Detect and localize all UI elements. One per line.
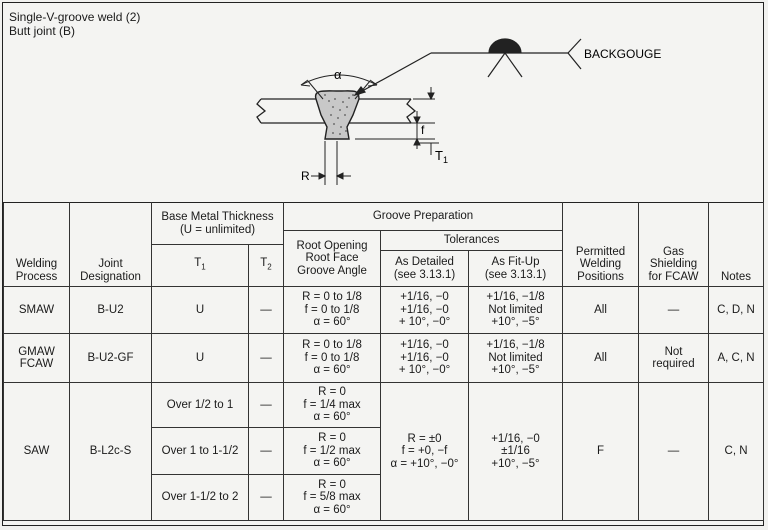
header-as-fitup: As Fit-Up(see 3.13.1): [468, 250, 564, 287]
root-opening-label: R: [301, 169, 310, 183]
header-t2: T2: [247, 244, 285, 287]
cell-joint: B-L2c-S: [69, 382, 152, 521]
cell-joint: B-U2-GF: [69, 333, 152, 383]
cell-t2: —: [247, 333, 285, 383]
cell-notes: A, C, N: [708, 333, 765, 383]
weld-type-title: Single-V-groove weld (2): [9, 10, 141, 24]
cell-gas: —: [638, 382, 710, 521]
joint-type-title: Butt joint (B): [9, 24, 76, 38]
backgouge-label: BACKGOUGE: [584, 47, 661, 61]
cell-t1: U: [151, 333, 249, 383]
header-groove-preparation: Groove Preparation: [283, 202, 564, 231]
root-face-label: f: [421, 123, 425, 137]
cell-process: SMAW: [3, 286, 70, 334]
cell-as-fitup: +1/16, −0±1/16+10°, −5°: [468, 382, 564, 521]
cell-as-detailed: +1/16, −0+1/16, −0+ 10°, −0°: [380, 333, 470, 383]
cell-as-detailed: +1/16, −0+1/16, −0+ 10°, −0°: [380, 286, 470, 334]
title-block: Single-V-groove weld (2) Butt joint (B): [9, 10, 140, 38]
cell-t1: Over 1/2 to 1: [151, 382, 249, 428]
cell-t2: —: [247, 474, 285, 521]
cell-positions: All: [562, 286, 640, 334]
cell-process: SAW: [3, 382, 70, 521]
header-as-detailed: As Detailed(see 3.13.1): [380, 250, 470, 287]
header-tolerances: Tolerances: [380, 230, 564, 251]
weld-symbol: [353, 38, 582, 97]
thickness-dimensions: [355, 87, 439, 155]
header-base-metal-thickness: Base Metal Thickness(U = unlimited): [150, 202, 285, 245]
root-opening-dimension: [311, 141, 351, 185]
weld-bead: [314, 90, 360, 140]
cell-t1: U: [151, 286, 249, 334]
cell-gas: —: [638, 286, 710, 334]
cell-joint: B-U2: [69, 286, 152, 334]
weld-joint-diagram: α BACKGOUGE f: [256, 38, 661, 185]
header-row-4: As Detailed(see 3.13.1) As Fit-Up(see 3.…: [4, 250, 764, 287]
cell-positions: F: [562, 382, 640, 521]
cell-t2: —: [247, 286, 285, 334]
cell-t2: —: [247, 382, 285, 428]
cell-positions: All: [562, 333, 640, 383]
cell-notes: C, N: [708, 382, 765, 521]
header-t1: T1: [151, 244, 249, 287]
groove-angle-label: α: [334, 67, 342, 82]
thickness-t1-label: T1: [435, 148, 448, 165]
header-notes: Notes: [708, 202, 765, 287]
cell-t1: Over 1-1/2 to 2: [151, 474, 249, 521]
cell-t2: —: [247, 427, 285, 475]
cell-t1: Over 1 to 1-1/2: [151, 427, 249, 475]
cell-notes: C, D, N: [708, 286, 765, 334]
